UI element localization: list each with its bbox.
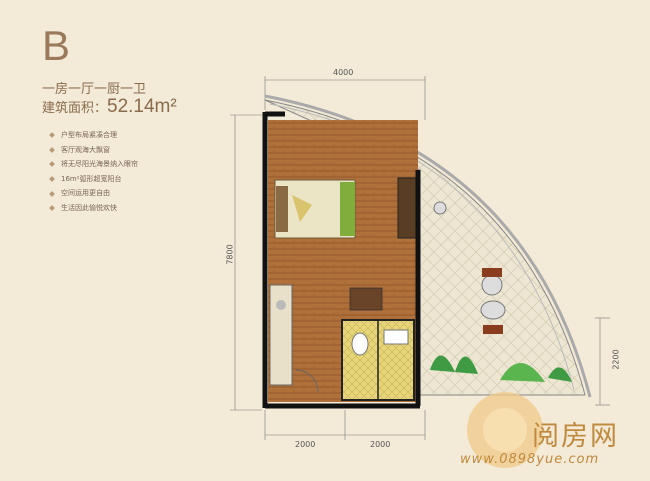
feature-item: 户型布局紧凑合理 [49,128,138,143]
watermark-name: 阅房网 [532,421,619,452]
basin-icon [383,329,409,345]
balcony-table-2 [480,300,506,320]
feature-item: 将无尽阳光海景纳入眼帘 [49,157,138,172]
area-line: 建筑面积：52.14m² [42,96,177,118]
balcony-table [481,274,503,296]
balcony-chair-2 [483,325,503,334]
feature-item: 客厅观海大飘窗 [49,143,138,158]
feature-item: 生活因此愉悦欢快 [49,201,138,216]
plant-pot-icon [433,201,447,215]
bed-headboard [276,186,288,232]
area-label: 建筑面积： [42,101,108,116]
feature-item: 16m²弧形超宽阳台 [49,172,138,187]
cabinet [397,177,417,239]
area-value: 52.14m² [107,96,177,117]
dimension-top: 4000 [333,68,354,77]
dimension-bottom-1: 2000 [295,440,316,449]
balcony-rail [264,94,592,398]
dimension-right: 2200 [611,349,621,370]
feature-list: 户型布局紧凑合理 客厅观海大飘窗 将无尽阳光海景纳入眼帘 16m²弧形超宽阳台 … [49,128,138,216]
feature-item: 空间运用更自由 [49,186,138,201]
dining-table [349,287,383,311]
bed-pillow [292,195,312,222]
bed-blanket [340,182,355,236]
walls [262,111,421,409]
dimension-bottom-2: 2000 [370,440,391,449]
watermark-url: www.0898yue.com [460,452,600,467]
sink-icon [276,300,286,310]
unit-letter: B [42,22,71,69]
toilet-icon [351,332,369,356]
dimension-lines [230,76,610,440]
plants-icon [430,355,572,382]
kitchen-counter [269,284,293,386]
balcony-chair-1 [482,268,502,277]
watermark-logo-icon [467,392,543,468]
dimension-left: 7800 [225,244,235,265]
unit-type: 一房一厅一厨一卫 [42,82,147,97]
door-swing-icon [295,369,319,393]
